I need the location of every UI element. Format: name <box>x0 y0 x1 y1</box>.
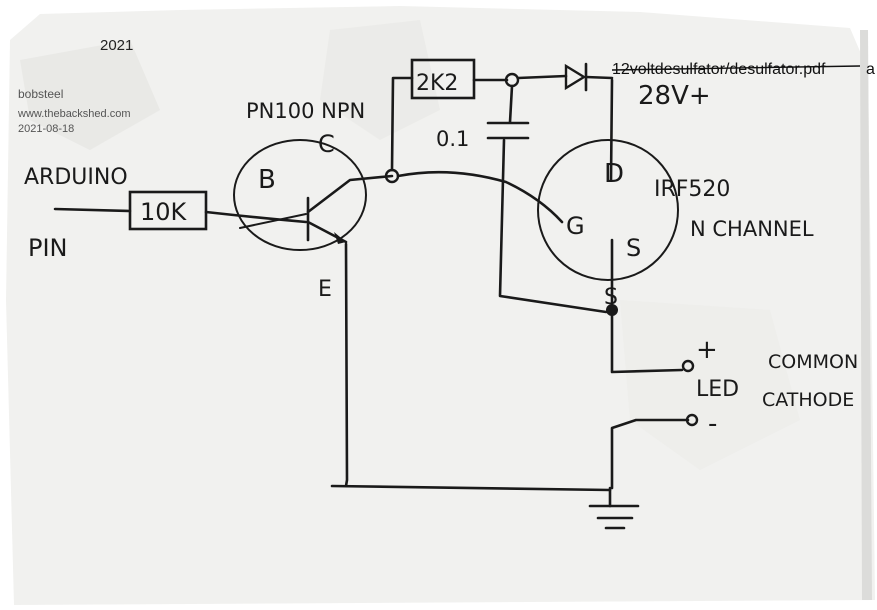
paper-stain <box>20 40 160 150</box>
label-source-outer: S <box>604 285 618 310</box>
led-plus-wire <box>610 314 684 374</box>
site-stamp: www.thebackshed.com <box>18 108 131 120</box>
filename-text: 12voltdesulfator/desulfator.pdf <box>612 61 826 78</box>
label-drain: D <box>604 159 624 189</box>
year-stamp: 2021 <box>100 37 134 54</box>
label-pin: PIN <box>28 234 68 262</box>
led-minus-terminal <box>685 413 699 427</box>
mosfet-circle <box>537 139 679 281</box>
label-emitter: E <box>318 277 332 302</box>
base-wire <box>204 210 308 224</box>
date-stamp: 2021-08-18 <box>18 123 75 135</box>
author-stamp: bobsteel <box>18 87 64 101</box>
cap-lead-bottom <box>498 138 608 314</box>
filename-strike <box>611 65 861 71</box>
paper-edge <box>860 30 872 600</box>
label-base: B <box>258 165 276 195</box>
label-10k: 10K <box>140 198 188 226</box>
label-collector: C <box>318 130 335 158</box>
transistor-collector-lead <box>306 174 394 214</box>
label-transistor: PN100 NPN <box>246 99 365 123</box>
label-gate: G <box>566 212 585 240</box>
led-minus-wire <box>610 418 690 490</box>
ground-bus <box>330 484 612 492</box>
paper-stain <box>620 300 800 470</box>
collector-riser <box>390 76 414 172</box>
resistor-10k-body <box>128 190 208 231</box>
label-arduino: ARDUINO <box>24 165 128 190</box>
source-node <box>606 304 618 316</box>
supply-wire <box>584 75 614 80</box>
diode-wire <box>516 74 568 80</box>
label-cathode: CATHODE <box>762 389 854 411</box>
emitter-arrow <box>334 232 346 244</box>
drain-wire <box>609 78 614 182</box>
label-2k2: 2K2 <box>416 71 458 96</box>
paper <box>6 6 875 605</box>
transistor-circle <box>233 139 367 251</box>
filename-tail: a <box>866 61 875 78</box>
label-led: LED <box>696 377 739 402</box>
base-wire-stroke <box>239 213 307 229</box>
emitter-ground-wire <box>344 242 349 488</box>
input-wire <box>53 207 132 213</box>
diode-triangle <box>564 63 587 91</box>
gate-wire <box>396 170 564 224</box>
label-mosfet-type: N CHANNEL <box>690 217 814 241</box>
paper-stain <box>320 20 440 140</box>
label-common: COMMON <box>768 351 858 373</box>
cap-lead-top <box>508 84 514 124</box>
label-capacitor: 0.1 <box>436 127 469 151</box>
label-led-minus: - <box>708 409 717 439</box>
label-mosfet-model: IRF520 <box>654 177 730 202</box>
label-led-plus: + <box>696 335 718 365</box>
label-source-inner: S <box>626 234 641 262</box>
led-plus-terminal <box>681 359 695 373</box>
label-supply: 28V+ <box>638 81 711 111</box>
